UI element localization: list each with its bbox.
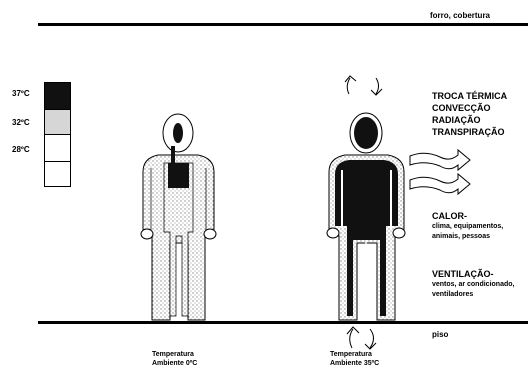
thermal-exchange-line4: TRANSPIRAÇÃO — [432, 128, 505, 137]
convection-arrows-bottom — [347, 327, 376, 349]
left-caption-line1: Temperatura — [152, 351, 194, 358]
thermal-exchange-line3: RADIAÇÃO — [432, 116, 481, 125]
thermal-exchange-line2: CONVECÇÃO — [432, 104, 491, 113]
right-caption-line1: Temperatura — [330, 351, 372, 358]
heat-sub-line1: clima, equipamentos, — [432, 223, 503, 230]
convection-arrows-top — [345, 76, 382, 95]
thermal-exchange-line1: TROCA TÉRMICA — [432, 92, 507, 101]
right-caption-line2: Ambiente 35ºC — [330, 360, 379, 367]
heat-wave-arrows — [410, 150, 470, 194]
heat-sub-line2: animais, pessoas — [432, 233, 490, 240]
heat-title: CALOR- — [432, 212, 467, 221]
right-figure — [327, 113, 405, 320]
ventilation-title: VENTILAÇÃO- — [432, 270, 494, 279]
left-caption-line2: Ambiente 0ºC — [152, 360, 197, 367]
ventilation-sub-line1: ventos, ar condicionado, — [432, 281, 514, 288]
ventilation-sub-line2: ventiladores — [432, 291, 473, 298]
left-figure — [141, 114, 216, 320]
